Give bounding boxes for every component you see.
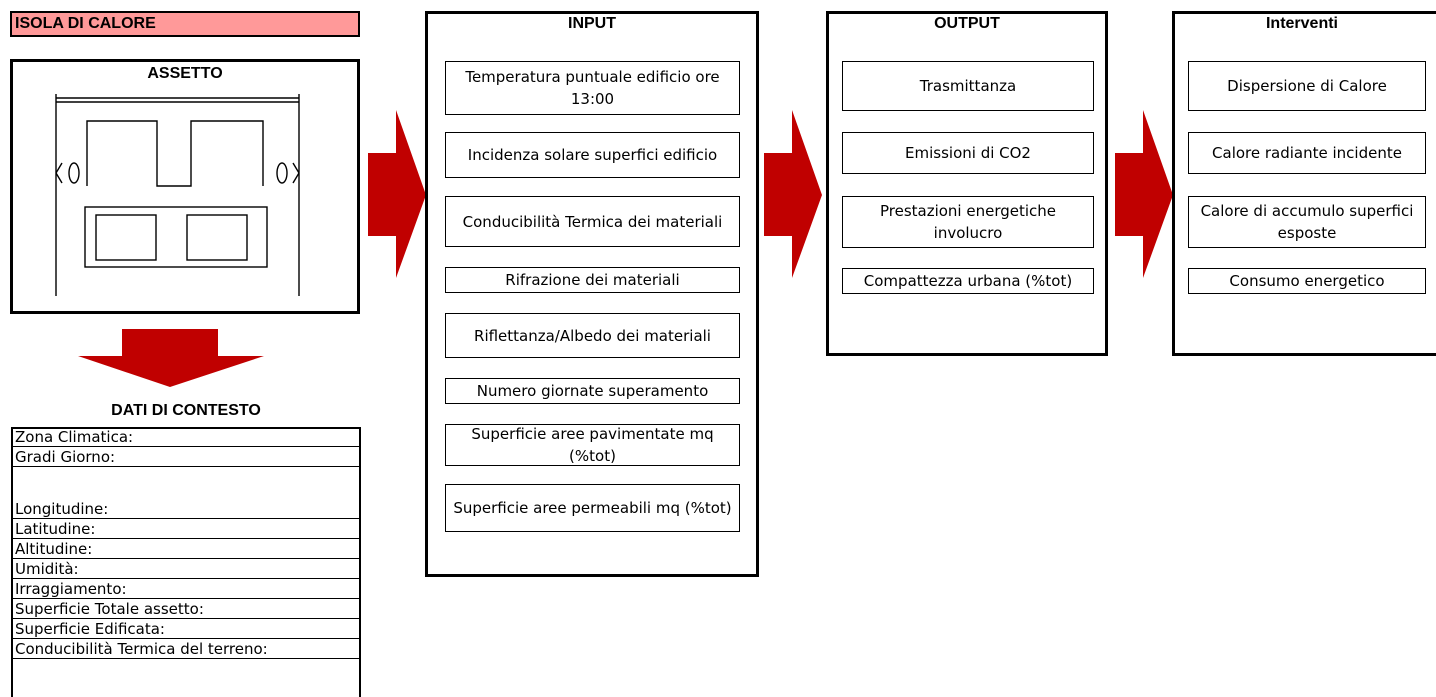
context-row-irraggiamento: Irraggiamento:: [13, 579, 359, 599]
interventi-title: Interventi: [1265, 15, 1338, 32]
context-row-zona: Zona Climatica:: [13, 429, 359, 447]
output-item: Trasmittanza: [842, 61, 1094, 111]
site-plan-drawing: [55, 94, 300, 296]
input-item: Incidenza solare superfici edificio: [445, 132, 740, 178]
input-item: Superficie aree permeabili mq (%tot): [445, 484, 740, 532]
output-panel: OUTPUT Trasmittanza Emissioni di CO2 Pre…: [826, 11, 1108, 356]
context-title: DATI DI CONTESTO: [111, 402, 261, 419]
input-title: INPUT: [568, 15, 616, 32]
context-row-latitudine: Latitudine:: [13, 519, 359, 539]
interventi-item: Dispersione di Calore: [1188, 61, 1426, 111]
input-panel: INPUT Temperatura puntuale edificio ore …: [425, 11, 759, 577]
diagram-title: ISOLA DI CALORE: [10, 11, 360, 37]
interventi-panel: Interventi Dispersione di Calore Calore …: [1172, 11, 1436, 356]
assetto-panel: ASSETTO: [10, 59, 360, 314]
interventi-item: Consumo energetico: [1188, 268, 1426, 294]
assetto-title: ASSETTO: [147, 65, 223, 82]
context-row-superficie-totale: Superficie Totale assetto:: [13, 599, 359, 619]
context-row-altitudine: Altitudine:: [13, 539, 359, 559]
output-item: Emissioni di CO2: [842, 132, 1094, 174]
input-item: Conducibilità Termica dei materiali: [445, 196, 740, 247]
context-row-umidita: Umidità:: [13, 559, 359, 579]
context-table: Zona Climatica: Gradi Giorno: Longitudin…: [11, 427, 361, 697]
input-item: Rifrazione dei materiali: [445, 267, 740, 293]
context-row-gradi: Gradi Giorno:: [13, 447, 359, 467]
input-item: Superficie aree pavimentate mq (%tot): [445, 424, 740, 466]
right-arrow-1: [368, 110, 426, 278]
output-title: OUTPUT: [934, 15, 1000, 32]
context-row-conducibilita: Conducibilità Termica del terreno:: [13, 639, 359, 659]
input-item: Temperatura puntuale edificio ore 13:00: [445, 61, 740, 115]
interventi-item: Calore radiante incidente: [1188, 132, 1426, 174]
right-arrow-2: [764, 110, 822, 278]
input-item: Numero giornate superamento: [445, 378, 740, 404]
output-item: Compattezza urbana (%tot): [842, 268, 1094, 294]
down-arrow: [78, 329, 264, 387]
context-row-superficie-edificata: Superficie Edificata:: [13, 619, 359, 639]
output-item: Prestazioni energetiche involucro: [842, 196, 1094, 248]
interventi-item: Calore di accumulo superfici esposte: [1188, 196, 1426, 248]
context-row-longitudine: Longitudine:: [13, 467, 359, 519]
input-item: Riflettanza/Albedo dei materiali: [445, 313, 740, 358]
right-arrow-3: [1115, 110, 1173, 278]
